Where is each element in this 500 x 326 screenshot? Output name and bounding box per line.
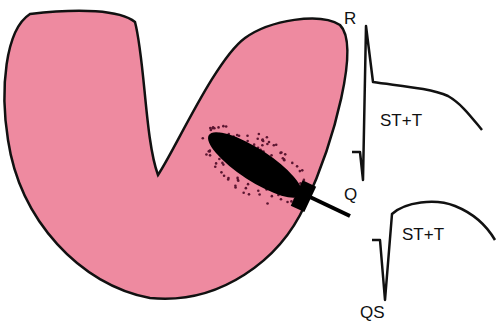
infarct-dot [248,193,251,196]
segment-label: ST+T [380,112,422,129]
infarct-dot [220,171,223,174]
segment-label: ST+T [402,226,444,243]
infarct-dot [218,158,221,161]
infarct-dot [299,170,302,173]
infarct-dot [221,162,224,165]
infarct-dot [208,150,211,153]
infarct-dot [273,144,276,147]
infarct-dot [291,162,294,165]
infarct-dot [245,187,248,190]
wave-label: Q [344,186,357,203]
infarct-dot [275,143,278,146]
infarct-dot [237,179,240,182]
infarct-dot [247,183,250,186]
infarct-dot [266,202,269,205]
infarct-dot [237,179,240,182]
infarct-dot [283,159,286,162]
infarct-dot [234,186,237,189]
infarct-dot [257,189,260,192]
infarct-dot [271,195,274,198]
infarct-dot [280,151,283,154]
infarct-dot [209,149,212,152]
infarct-dot [215,162,218,165]
infarct-dot [266,143,269,146]
infarct-dot [209,154,212,157]
infarct-dot [261,139,264,142]
infarct-dot [209,127,212,130]
infarct-dot [258,133,261,136]
infarct-area [200,122,310,209]
infarct-dot [217,126,220,129]
infarct-dot [227,177,230,180]
infarct-dot [270,154,273,157]
heart-outline [4,11,347,299]
electrode [291,180,316,212]
infarct-dot [222,125,225,128]
infarct-dot [236,134,239,137]
infarct-dot [223,174,226,177]
infarct-dot [246,134,249,137]
infarct-dot [256,138,259,141]
infarct-dot [211,127,214,130]
infarct-dot [286,201,289,204]
infarct-dot [279,152,282,155]
wave-label: QS [360,304,385,321]
infarct-dot [261,144,264,147]
infarct-dot [205,153,208,156]
infarct-dot [261,138,264,141]
infarct-dot [296,165,299,168]
ecg-trace-qs [372,202,495,300]
infarct-dot [284,153,287,156]
infarct-dot [214,165,217,168]
infarct-dot [225,125,228,128]
infarct-dot [242,191,245,194]
infarct-dot [301,169,304,172]
infarct-dot [280,198,283,201]
ecg-trace-transmural [352,26,482,180]
wave-label: R [344,10,356,27]
infarct-dot [266,136,269,139]
infarct-dot [212,126,215,129]
infarct-dot [258,193,261,196]
infarct-dot [262,140,265,143]
infarct-dot [201,137,204,140]
